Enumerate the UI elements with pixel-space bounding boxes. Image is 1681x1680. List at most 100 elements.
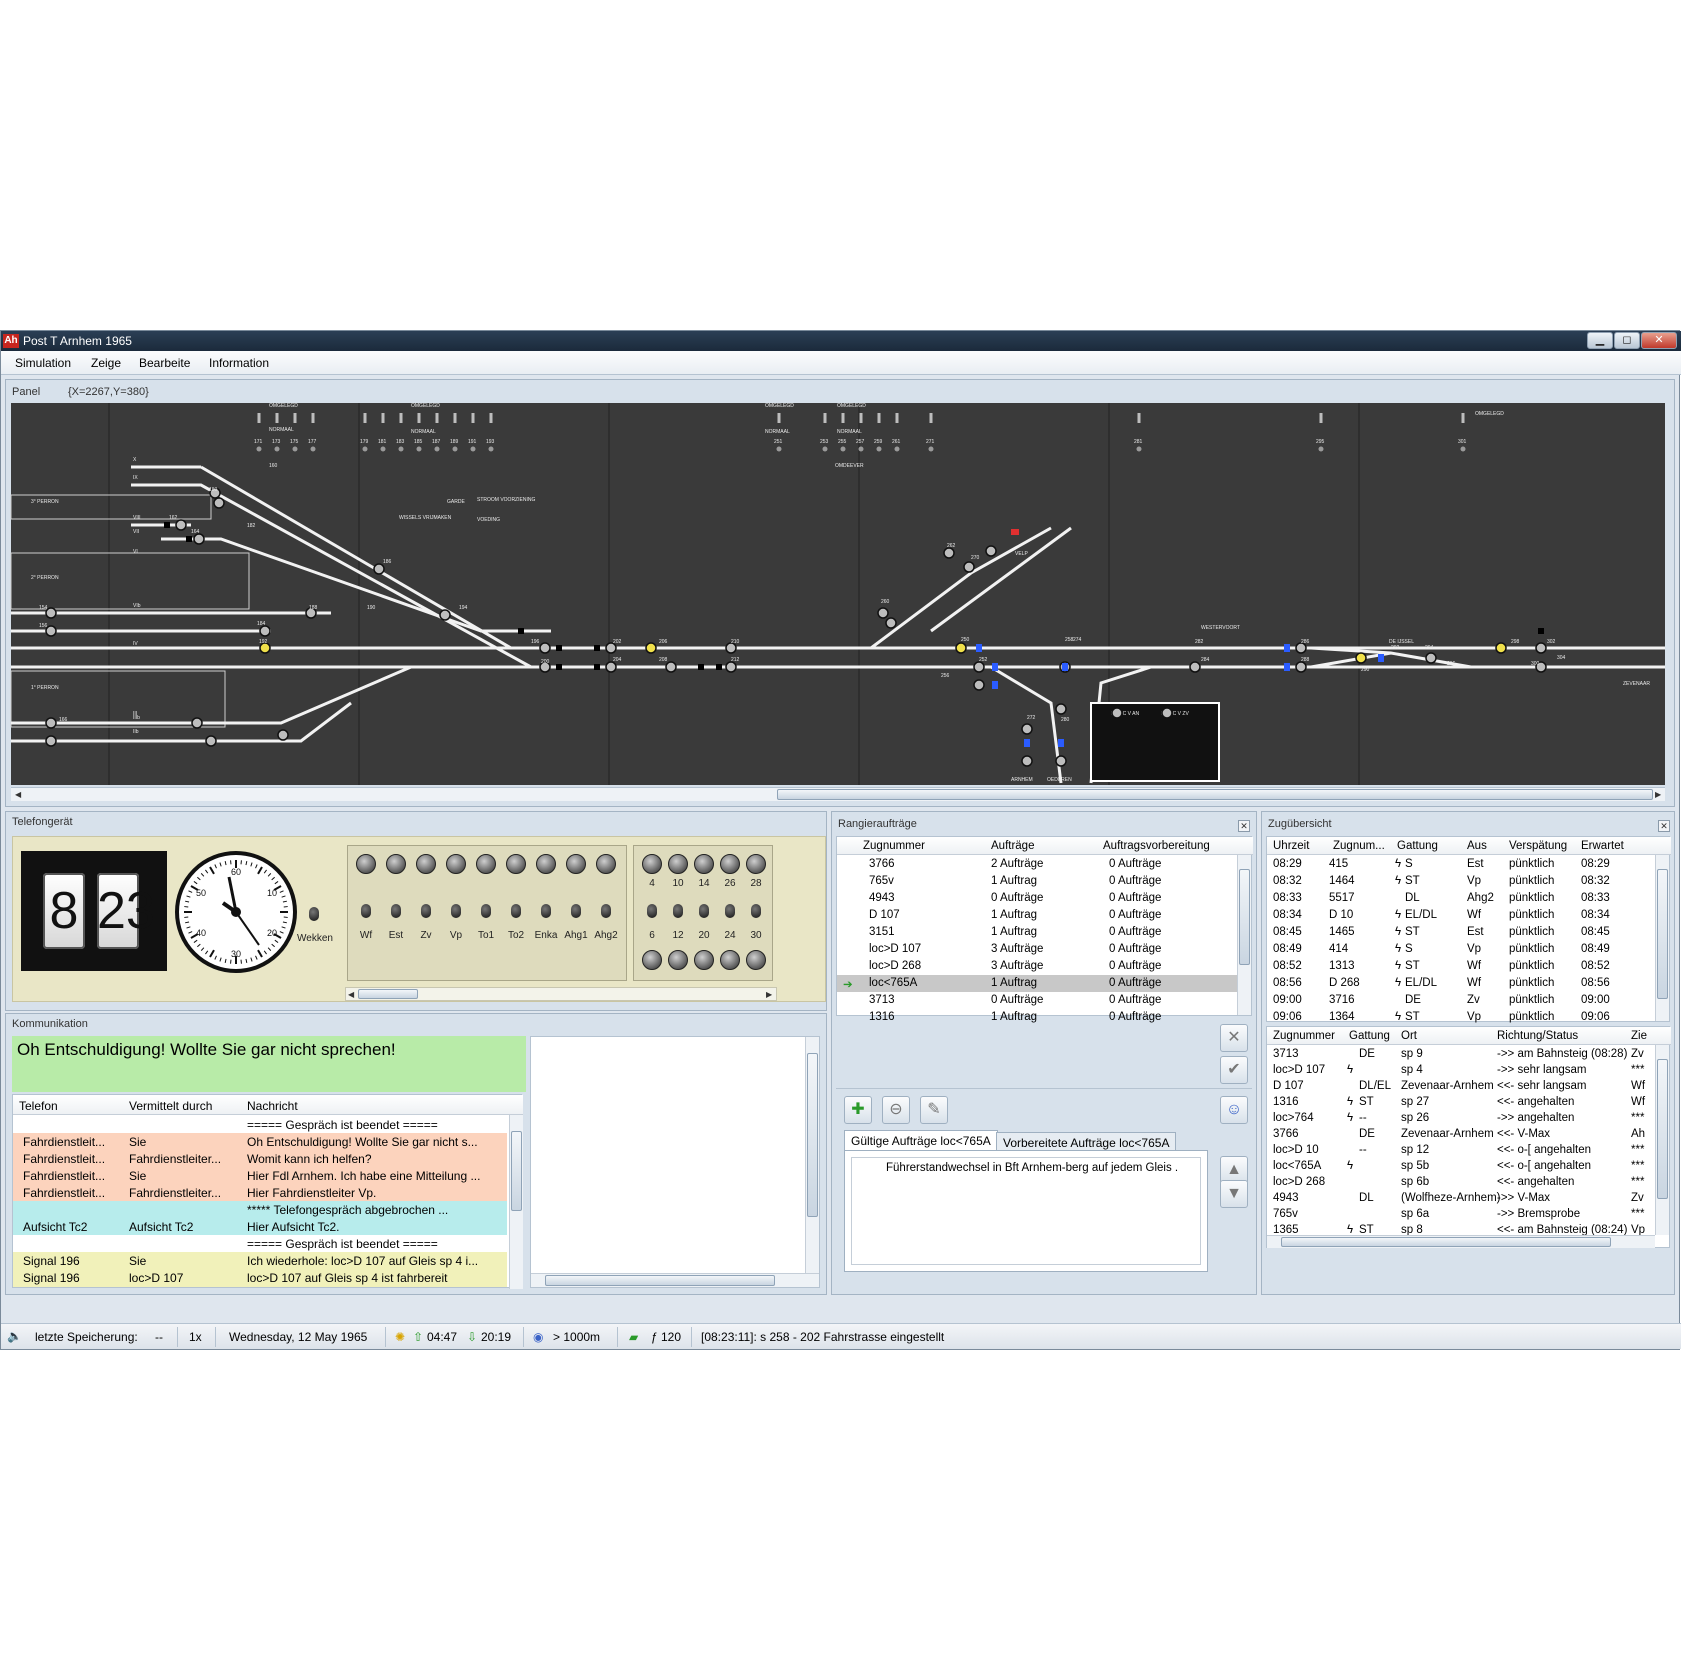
signal-button[interactable] xyxy=(1055,703,1067,715)
train-status-vertical-scrollbar[interactable] xyxy=(1655,1045,1669,1235)
rangier-close-icon[interactable]: ✕ xyxy=(1238,820,1250,832)
detail-horizontal-scrollbar[interactable] xyxy=(531,1273,819,1287)
lever-indicator[interactable] xyxy=(1319,413,1323,423)
edit-order-button[interactable]: ✎ xyxy=(920,1096,948,1124)
rangier-vertical-scrollbar[interactable] xyxy=(1237,855,1251,1015)
column-header[interactable]: Vermittelt durch xyxy=(129,1099,213,1113)
signal-button[interactable] xyxy=(1055,755,1067,767)
lever-indicator[interactable] xyxy=(275,413,279,423)
phone-key-toggle[interactable] xyxy=(481,904,491,918)
menu-information[interactable]: Information xyxy=(209,356,270,370)
phone-key-knob[interactable] xyxy=(446,854,466,874)
column-header[interactable]: Gattung xyxy=(1349,1030,1390,1042)
column-header[interactable]: Ort xyxy=(1401,1030,1417,1042)
phone-key-toggle[interactable] xyxy=(673,904,683,918)
column-header[interactable]: Richtung/Status xyxy=(1497,1030,1579,1042)
scroll-thumb[interactable] xyxy=(511,1131,522,1211)
minimize-button[interactable]: ▁ xyxy=(1587,332,1613,349)
column-header[interactable]: Verspätung xyxy=(1509,840,1568,852)
column-header[interactable]: Nachricht xyxy=(247,1099,298,1113)
scroll-right-icon[interactable]: ▶ xyxy=(766,990,773,999)
signal-button[interactable] xyxy=(1495,642,1507,654)
lever-indicator[interactable] xyxy=(1137,413,1141,423)
phone-key-knob[interactable] xyxy=(386,854,406,874)
signal-button[interactable] xyxy=(1295,661,1307,673)
column-header[interactable]: Gattung xyxy=(1397,840,1438,852)
column-header[interactable]: Auftragsvorbereitung xyxy=(1103,840,1210,852)
menu-bearbeite[interactable]: Bearbeite xyxy=(139,356,191,370)
lever-indicator[interactable] xyxy=(895,413,899,423)
phone-key-toggle[interactable] xyxy=(601,904,611,918)
signal-button[interactable] xyxy=(305,607,317,619)
lever-indicator[interactable] xyxy=(859,413,863,423)
signal-button[interactable] xyxy=(943,547,955,559)
scroll-thumb[interactable] xyxy=(777,789,1653,800)
phone-key-knob[interactable] xyxy=(536,854,556,874)
signal-button[interactable] xyxy=(1425,652,1437,664)
scroll-thumb[interactable] xyxy=(1657,869,1668,999)
signal-button[interactable] xyxy=(45,625,57,637)
lever-indicator[interactable] xyxy=(877,413,881,423)
communication-row[interactable]: Fahrdienstleit...Fahrdienstleiter...Hier… xyxy=(13,1184,507,1202)
lever-indicator[interactable] xyxy=(311,413,315,423)
scroll-right-icon[interactable]: ▶ xyxy=(1655,790,1662,799)
menu-simulation[interactable]: Simulation xyxy=(15,356,72,370)
detail-vertical-scrollbar[interactable] xyxy=(805,1037,819,1273)
lever-indicator[interactable] xyxy=(1461,413,1465,423)
signal-button[interactable] xyxy=(1535,642,1547,654)
lever-indicator[interactable] xyxy=(471,413,475,423)
signal-button[interactable] xyxy=(209,487,221,499)
track-horizontal-scrollbar[interactable]: ◀ ▶ xyxy=(11,787,1665,801)
signal-button[interactable] xyxy=(963,561,975,573)
signal-button[interactable] xyxy=(45,717,57,729)
signal-button[interactable] xyxy=(193,533,205,545)
lever-indicator[interactable] xyxy=(489,413,493,423)
signal-button[interactable] xyxy=(1295,642,1307,654)
column-header[interactable]: Uhrzeit xyxy=(1273,840,1310,852)
scroll-thumb[interactable] xyxy=(545,1275,775,1286)
signal-button[interactable] xyxy=(373,563,385,575)
column-header[interactable]: Zie xyxy=(1631,1030,1647,1042)
lever-indicator[interactable] xyxy=(435,413,439,423)
lever-indicator[interactable] xyxy=(293,413,297,423)
signal-button[interactable] xyxy=(645,642,657,654)
phone-key-toggle[interactable] xyxy=(647,904,657,918)
phone-key-knob[interactable] xyxy=(566,854,586,874)
phone-key-toggle[interactable] xyxy=(725,904,735,918)
phone-key-toggle[interactable] xyxy=(571,904,581,918)
signal-button[interactable] xyxy=(191,717,203,729)
remove-order-button[interactable]: ⊖ xyxy=(882,1096,910,1124)
signal-button[interactable] xyxy=(45,735,57,747)
signal-button[interactable] xyxy=(1161,707,1173,719)
signal-button[interactable] xyxy=(175,519,187,531)
scroll-left-icon[interactable]: ◀ xyxy=(348,990,355,999)
phone-key-toggle[interactable] xyxy=(699,904,709,918)
phone-key-knob[interactable] xyxy=(694,950,714,970)
lever-indicator[interactable] xyxy=(823,413,827,423)
communication-row[interactable]: ***** Telefongespräch abgebrochen ... xyxy=(13,1201,507,1219)
column-header[interactable]: Telefon xyxy=(19,1099,58,1113)
column-header[interactable]: Aus xyxy=(1467,840,1487,852)
phone-key-knob[interactable] xyxy=(746,854,766,874)
telefon-horizontal-scrollbar[interactable]: ◀ ▶ xyxy=(345,987,777,1001)
